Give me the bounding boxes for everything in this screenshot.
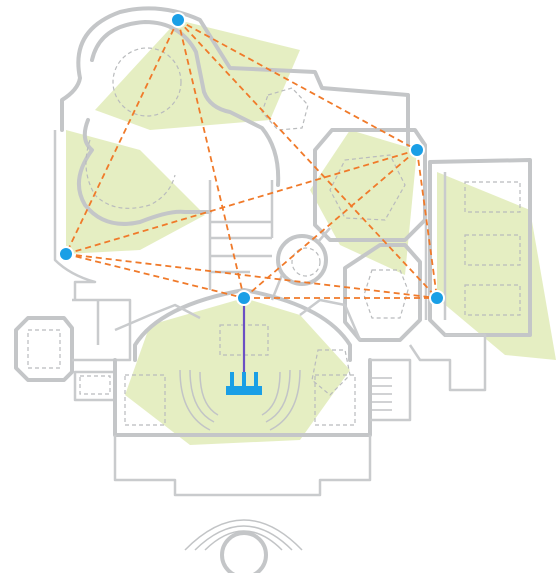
furniture-rug-north-wing <box>261 87 309 131</box>
wall-east-corridor <box>424 170 447 320</box>
furniture <box>27 47 521 426</box>
furniture-round-rug-hub <box>291 247 321 277</box>
access-point-nodes <box>58 12 445 306</box>
mesh-link-ap-west-to-ap-east-upper <box>65 149 418 255</box>
mesh-link-ap-west-to-ap-east-lower <box>65 253 438 299</box>
mesh-link-ap-north-to-ap-west <box>65 19 179 255</box>
coverage-zone-north <box>95 20 300 130</box>
wall-hall-rooms <box>114 298 412 422</box>
wall-round-room-link <box>270 227 331 301</box>
furniture-bed-east-3 <box>464 284 521 316</box>
coverage-zone-west <box>66 130 205 254</box>
staircase-east <box>372 377 392 411</box>
coverage-zone-east-lower <box>437 172 556 360</box>
coverage-areas <box>66 20 556 445</box>
wall-east-annex <box>408 333 487 392</box>
access-point-east-upper-icon[interactable] <box>409 142 425 158</box>
furniture-bed-east-1 <box>464 181 521 213</box>
wall-east-lower-room <box>343 243 422 342</box>
furniture-bed-east-2 <box>464 234 521 266</box>
access-point-west-icon[interactable] <box>58 246 74 262</box>
furniture-round-table-north <box>112 47 182 117</box>
furniture-curved-sofa <box>85 139 176 209</box>
furniture-table-hall-right <box>314 374 356 426</box>
coverage-zone-hall <box>125 298 350 445</box>
mesh-link-ap-hall-to-ap-east-upper <box>243 149 418 299</box>
mesh-link-ap-north-to-ap-hall <box>177 19 245 299</box>
mesh-link-ap-north-to-ap-east-upper <box>177 19 418 151</box>
walls <box>14 6 532 573</box>
wall-front-portico <box>220 531 268 573</box>
access-point-hall-icon[interactable] <box>236 290 252 306</box>
wall-east-upper-room <box>313 128 427 242</box>
wall-foyer <box>113 435 372 497</box>
furniture-table-hall-left <box>124 374 166 426</box>
wall-round-room <box>276 234 328 286</box>
router-base-station-icon <box>226 372 262 395</box>
wall-center-corridor <box>208 180 274 290</box>
mesh-link-ap-north-to-ap-east-lower <box>177 19 438 299</box>
staircase-left <box>179 369 219 431</box>
access-point-north-icon[interactable] <box>170 12 186 28</box>
furniture-small-west <box>79 375 111 395</box>
wall-west-room <box>53 130 97 300</box>
front-steps <box>184 519 303 551</box>
mesh-link-ap-east-upper-to-ap-east-lower <box>416 149 438 299</box>
furniture-table-west-annex <box>27 329 61 369</box>
staircase-right <box>261 369 301 431</box>
wall-north-wing <box>60 6 410 147</box>
wall-west-annex <box>14 316 74 382</box>
mesh-link-lines <box>65 19 438 299</box>
wall-east-long-room <box>428 158 532 337</box>
wall-west-block <box>72 298 132 402</box>
wall-north-wing-inner <box>90 20 281 187</box>
furniture-rug-east-lower <box>363 269 409 319</box>
mesh-link-ap-west-to-ap-hall <box>65 253 245 299</box>
furniture-rug-east-hall <box>311 349 351 396</box>
furniture-rug-east-upper <box>329 154 406 221</box>
wall-west-curve <box>76 118 212 226</box>
access-point-east-lower-icon[interactable] <box>429 290 445 306</box>
